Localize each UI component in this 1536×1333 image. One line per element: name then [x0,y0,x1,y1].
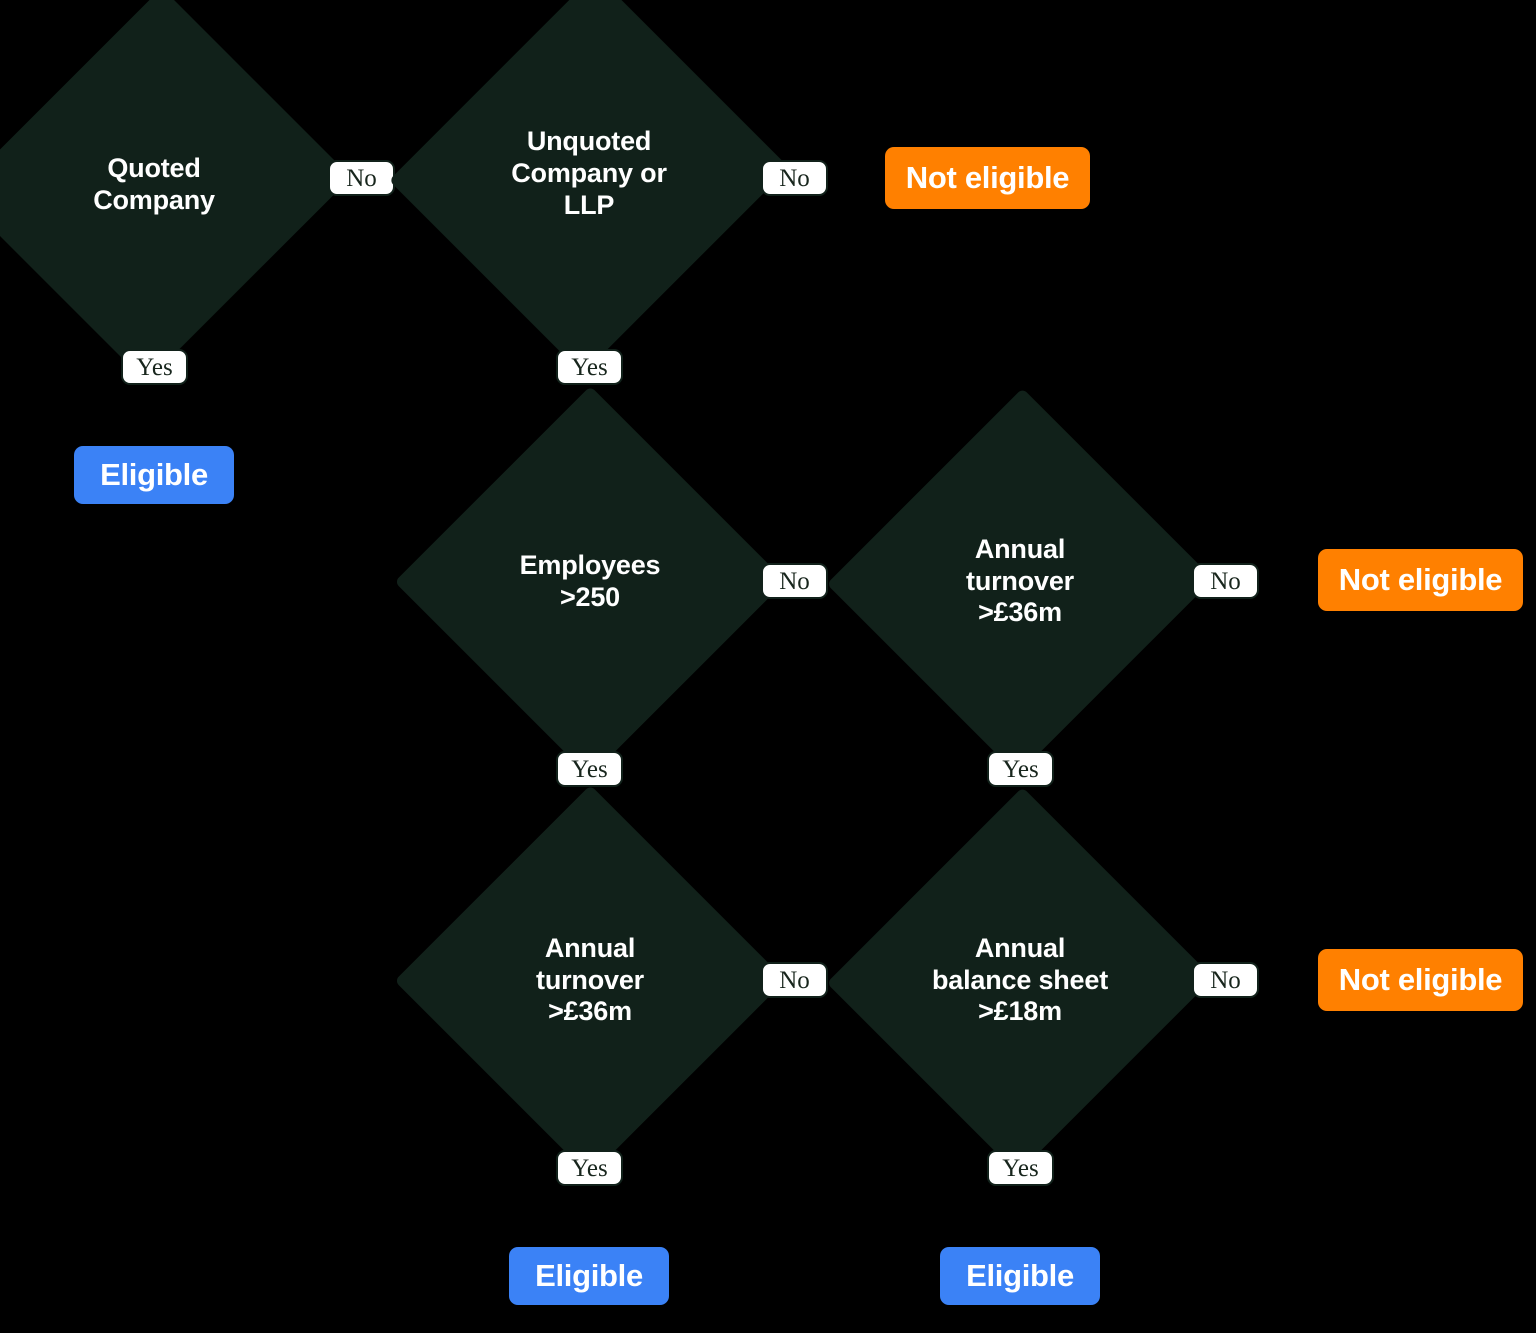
decision-label: Annual turnover >£36m [966,533,1074,628]
edge-label-text: No [779,567,810,595]
edge-label-text: No [779,966,810,994]
edge-label-text: Yes [571,353,608,381]
edge-label-yes-3[interactable]: Yes [556,751,623,787]
outcome-label: Eligible [100,457,208,492]
edge-label-yes-4[interactable]: Yes [987,751,1054,787]
decision-quoted-company[interactable]: Quoted Company [0,0,352,383]
decision-label: Employees >250 [519,549,661,612]
outcome-eligible-1[interactable]: Eligible [74,446,234,504]
decision-annual-balance-sheet-18m[interactable]: Annual balance sheet >£18m [826,787,1214,1174]
outcome-eligible-3[interactable]: Eligible [940,1247,1100,1305]
outcome-label: Eligible [966,1258,1074,1293]
outcome-label: Not eligible [905,160,1070,195]
edge-label-yes-2[interactable]: Yes [556,349,623,385]
decision-unquoted-company-or-llp[interactable]: Unquoted Company or LLP [388,0,790,375]
decision-label: Unquoted Company or LLP [511,126,667,220]
decision-label: Annual balance sheet >£18m [932,932,1108,1027]
outcome-not-eligible-3[interactable]: Not eligible [1318,949,1523,1011]
edge-label-text: Yes [571,755,608,783]
edge-label-text: Yes [136,353,173,381]
edge-label-yes-5[interactable]: Yes [556,1150,623,1186]
edge-label-no-2[interactable]: No [761,160,828,196]
outcome-label: Not eligible [1338,562,1503,597]
decision-label: Quoted Company [93,153,215,215]
edge-label-no-6[interactable]: No [1192,962,1259,998]
edge-label-text: Yes [571,1154,608,1182]
edge-label-no-1[interactable]: No [328,160,395,196]
edge-label-text: Yes [1002,755,1039,783]
edge-label-text: No [1210,966,1241,994]
edge-label-no-5[interactable]: No [761,962,828,998]
outcome-not-eligible-1[interactable]: Not eligible [885,147,1090,209]
outcome-label: Not eligible [1338,962,1503,997]
edge-label-yes-1[interactable]: Yes [121,349,188,385]
edge-label-text: Yes [1002,1154,1039,1182]
edge-label-no-3[interactable]: No [761,563,828,599]
decision-label: Annual turnover >£36m [536,932,644,1027]
edge-label-no-4[interactable]: No [1192,563,1259,599]
decision-annual-turnover-36m-row3[interactable]: Annual turnover >£36m [394,784,786,1177]
edge-label-text: No [346,164,377,192]
edge-label-text: No [1210,567,1241,595]
decision-annual-turnover-36m-row2[interactable]: Annual turnover >£36m [826,388,1214,775]
outcome-label: Eligible [535,1258,643,1293]
edge-label-text: No [779,164,810,192]
edge-label-yes-6[interactable]: Yes [987,1150,1054,1186]
decision-employees-250[interactable]: Employees >250 [394,385,786,778]
outcome-eligible-2[interactable]: Eligible [509,1247,669,1305]
outcome-not-eligible-2[interactable]: Not eligible [1318,549,1523,611]
